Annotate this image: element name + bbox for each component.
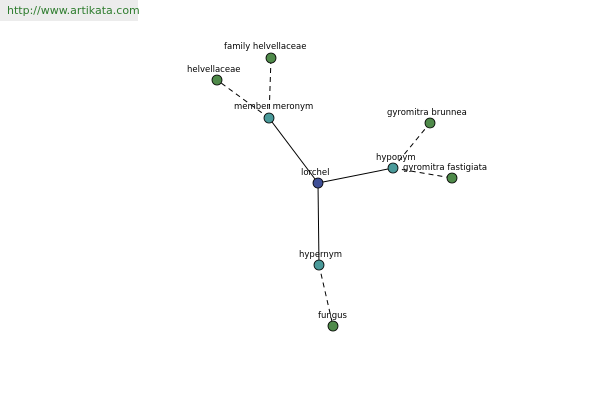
node-label-hypernym[interactable]: hypernym (299, 250, 342, 260)
edge-hyponym-to-gyromitra-fastigiata (392, 167, 453, 179)
node-member-meronym[interactable] (263, 112, 275, 124)
node-helvellaceae[interactable] (211, 74, 223, 86)
node-lorchel[interactable] (312, 177, 324, 189)
site-banner[interactable]: http://www.artikata.com (0, 0, 140, 21)
node-label-gyromitra-fastigiata[interactable]: gyromitra fastigiata (403, 163, 487, 173)
edge-hypernym-to-fungus (318, 264, 334, 327)
site-url-link[interactable]: http://www.artikata.com (7, 4, 140, 17)
edge-lorchel-to-hypernym (317, 182, 320, 266)
node-label-hyponym[interactable]: hyponym (376, 153, 416, 163)
node-hyponym[interactable] (387, 162, 399, 174)
node-label-member-meronym[interactable]: member meronym (234, 102, 313, 112)
edge-member-meronym-to-family-helvellaceae (268, 57, 272, 119)
edge-lorchel-to-hyponym (317, 167, 394, 184)
node-label-fungus[interactable]: fungus (318, 311, 348, 321)
node-gyromitra-brunnea[interactable] (424, 117, 436, 129)
edge-lorchel-to-member-meronym (268, 117, 319, 184)
edges-layer (216, 57, 453, 327)
node-hypernym[interactable] (313, 259, 325, 271)
edge-hyponym-to-gyromitra-brunnea (392, 122, 431, 169)
node-fungus[interactable] (327, 320, 339, 332)
labels-layer: lorchel member meronym hyponym hypernym fami… (187, 42, 487, 321)
nodes-layer (211, 52, 458, 332)
node-label-lorchel[interactable]: lorchel (301, 168, 330, 178)
node-label-family-helvellaceae[interactable]: family helvellaceae (224, 42, 306, 52)
node-family-helvellaceae[interactable] (265, 52, 277, 64)
node-gyromitra-fastigiata[interactable] (446, 172, 458, 184)
node-label-helvellaceae[interactable]: helvellaceae (187, 65, 241, 75)
node-label-gyromitra-brunnea[interactable]: gyromitra brunnea (387, 108, 467, 118)
edge-member-meronym-to-helvellaceae (216, 79, 270, 119)
